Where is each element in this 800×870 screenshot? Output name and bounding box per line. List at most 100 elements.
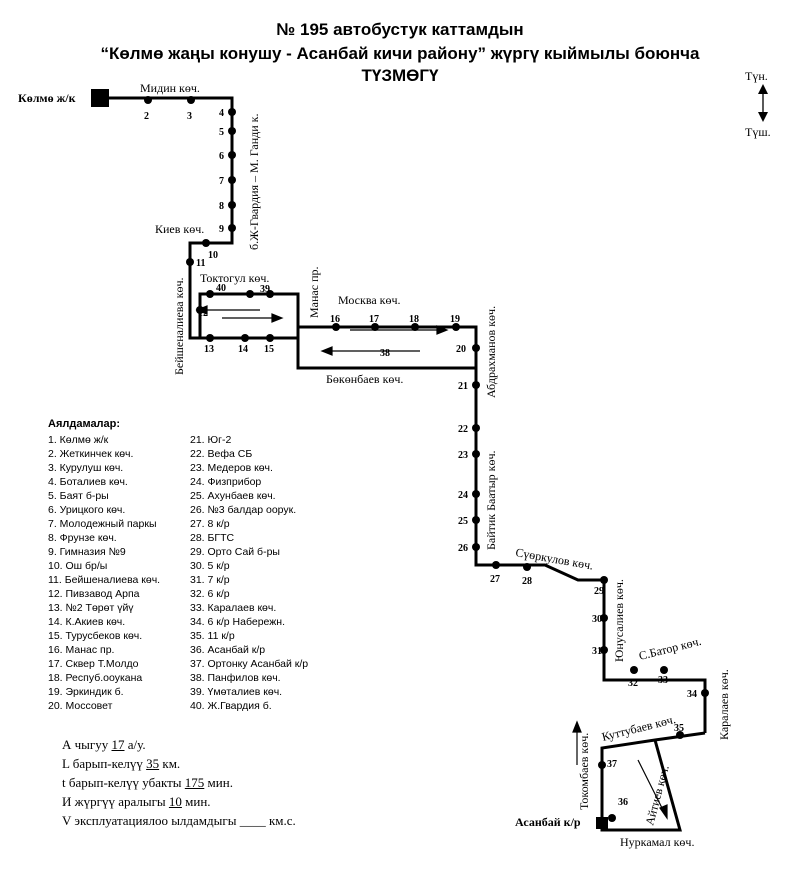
direction-arrows — [195, 305, 668, 820]
stop-list-item: 15. Турусбеков көч. — [48, 630, 143, 642]
stop-list-item: 30. 5 к/р — [190, 560, 230, 572]
svg-text:4: 4 — [219, 108, 224, 119]
street-beishenalieva: Бейшеналиева көч. — [172, 278, 186, 376]
stop-list-item: 19. Эркиндик б. — [48, 686, 124, 698]
svg-text:34: 34 — [687, 689, 697, 700]
street-yunusaliev: Юнусалиев көч. — [612, 579, 626, 662]
param-i: И жүргүү аралыгы 10 мин. — [62, 794, 211, 809]
stop-list-item: 13. №2 Төрөт үйү — [48, 602, 134, 614]
stop-list-item: 8. Фрунзе көч. — [48, 532, 117, 544]
route-parameters: А чыгуу 17 а/у. L барып-келүү 35 км. t б… — [62, 735, 296, 830]
stop-list-item: 16. Манас пр. — [48, 644, 115, 656]
svg-text:20: 20 — [456, 344, 466, 355]
terminal-end-icon — [596, 817, 608, 829]
svg-text:32: 32 — [628, 678, 638, 689]
stop-list-item: 29. Орто Сай б-ры — [190, 546, 280, 558]
compass-south-label: Түш. — [745, 125, 771, 139]
svg-text:39: 39 — [260, 284, 270, 295]
svg-text:29: 29 — [594, 586, 604, 597]
compass: Түн. Түш. — [745, 69, 771, 139]
svg-text:19: 19 — [450, 314, 460, 325]
stop-list-item: 10. Ош бр/ы — [48, 560, 108, 572]
stop-list-item: 40. Ж.Гвардия б. — [190, 700, 272, 712]
svg-text:6: 6 — [219, 151, 224, 162]
street-sbator: С.Батор көч. — [637, 634, 702, 663]
street-nurkamal: Нуркамал көч. — [620, 835, 694, 849]
stop-list-item: 22. Вефа СБ — [190, 448, 253, 460]
street-baitik: Байтик Баатыр көч. — [484, 450, 498, 550]
stop-list-item: 31. 7 к/р — [190, 574, 230, 586]
stop-list-item: 36. Асанбай к/р — [190, 644, 266, 656]
stop-list-item: 37. Ортонку Асанбай к/р — [190, 658, 309, 670]
svg-text:28: 28 — [522, 576, 532, 587]
stop-list-item: 6. Урицкого көч. — [48, 504, 126, 516]
title-line-2: “Көлмө жаңы конушу - Асанбай кичи району… — [100, 44, 700, 63]
street-bokonbaev: Бөкөнбаев көч. — [326, 372, 403, 386]
stop-list-item: 38. Панфилов көч. — [190, 672, 281, 684]
svg-text:40: 40 — [216, 283, 226, 294]
street-abdrakhmanov: Абдрахманов көч. — [484, 306, 498, 398]
stop-list-item: 34. 6 к/р Набережн. — [190, 616, 285, 628]
street-karalaev: Каралаев көч. — [717, 669, 731, 740]
stop-list-item: 23. Медеров көч. — [190, 462, 273, 474]
stop-list-item: 27. 8 к/р — [190, 518, 230, 530]
stop-list-item: 20. Моссовет — [48, 700, 113, 712]
street-toktogul: Токтогул көч. — [200, 271, 269, 285]
svg-text:36: 36 — [618, 797, 628, 808]
stop-list-item: 17. Сквер Т.Молдо — [48, 658, 139, 670]
arrow-up-icon — [758, 84, 768, 94]
stop-list-item: 32. 6 к/р — [190, 588, 230, 600]
stop-list-item: 26. №3 балдар оорук. — [190, 504, 297, 516]
stop-list-item: 21. Юг-2 — [190, 434, 232, 446]
svg-text:11: 11 — [196, 258, 205, 269]
stop-list-item: 33. Каралаев көч. — [190, 602, 277, 614]
param-a: А чыгуу 17 а/у. — [62, 737, 146, 752]
street-moskva: Москва көч. — [338, 293, 401, 307]
param-t: t барып-келүү убакты 175 мин. — [62, 775, 233, 790]
arrow-down-icon — [758, 112, 768, 122]
svg-text:25: 25 — [458, 516, 468, 527]
svg-text:2: 2 — [144, 111, 149, 122]
param-v: V эксплуатациялоо ылдамдыгы ____ км.с. — [62, 813, 296, 828]
stop-list-item: 2. Жеткинчек көч. — [48, 448, 134, 460]
svg-text:21: 21 — [458, 381, 468, 392]
stop-list-item: 4. Боталиев көч. — [48, 476, 128, 488]
stop-list-item: 35. 11 к/р — [190, 630, 235, 642]
svg-text:24: 24 — [458, 490, 468, 501]
svg-text:22: 22 — [458, 424, 468, 435]
street-manas: Манас пр. — [307, 267, 321, 319]
svg-text:33: 33 — [658, 675, 668, 686]
title-line-3: ТҮЗМӨГҮ — [361, 66, 439, 85]
svg-text:26: 26 — [458, 543, 468, 554]
street-gandi: б.Ж-Гвардия – М. Ганди к. — [247, 114, 261, 250]
svg-text:27: 27 — [490, 574, 500, 585]
stop-list-item: 9. Гимназия №9 — [48, 546, 126, 558]
svg-text:16: 16 — [330, 314, 340, 325]
svg-text:38: 38 — [380, 348, 390, 359]
stops-column-2: 21. Юг-2 22. Вефа СБ 23. Медеров көч. 24. Ф… — [190, 433, 308, 713]
svg-text:17: 17 — [369, 314, 379, 325]
street-midin: Мидин көч. — [140, 81, 200, 95]
title-line-1: № 195 автобустук каттамдын — [276, 20, 524, 39]
terminal-start-icon — [91, 89, 109, 107]
stop-list-item: 3. Курулуш көч. — [48, 462, 124, 474]
street-kiev: Киев көч. — [155, 222, 204, 236]
svg-text:13: 13 — [204, 344, 214, 355]
stop-list-item: 28. БГТС — [190, 532, 235, 544]
stop-numbers: 2 3 4 5 6 7 8 9 10 11 12 13 14 15 16 17 … — [144, 108, 697, 808]
stop-list-item: 5. Баят б-ры — [48, 490, 109, 502]
svg-text:37: 37 — [607, 759, 617, 770]
stop-list-item: 14. К.Акиев көч. — [48, 616, 126, 628]
stop-list-item: 11. Бейшеналиева көч. — [48, 574, 161, 586]
stop-list-item: 25. Ахунбаев көч. — [190, 490, 276, 502]
stop-list-item: 24. Физприбор — [190, 476, 262, 488]
svg-text:10: 10 — [208, 250, 218, 261]
svg-text:35: 35 — [674, 723, 684, 734]
svg-text:31: 31 — [592, 646, 602, 657]
param-l: L барып-келүү 35 км. — [62, 756, 181, 771]
svg-text:8: 8 — [219, 201, 224, 212]
stop-list-item: 12. Пивзавод Арпа — [48, 588, 140, 600]
stop-list-item: 7. Молодежный паркы — [48, 518, 157, 530]
